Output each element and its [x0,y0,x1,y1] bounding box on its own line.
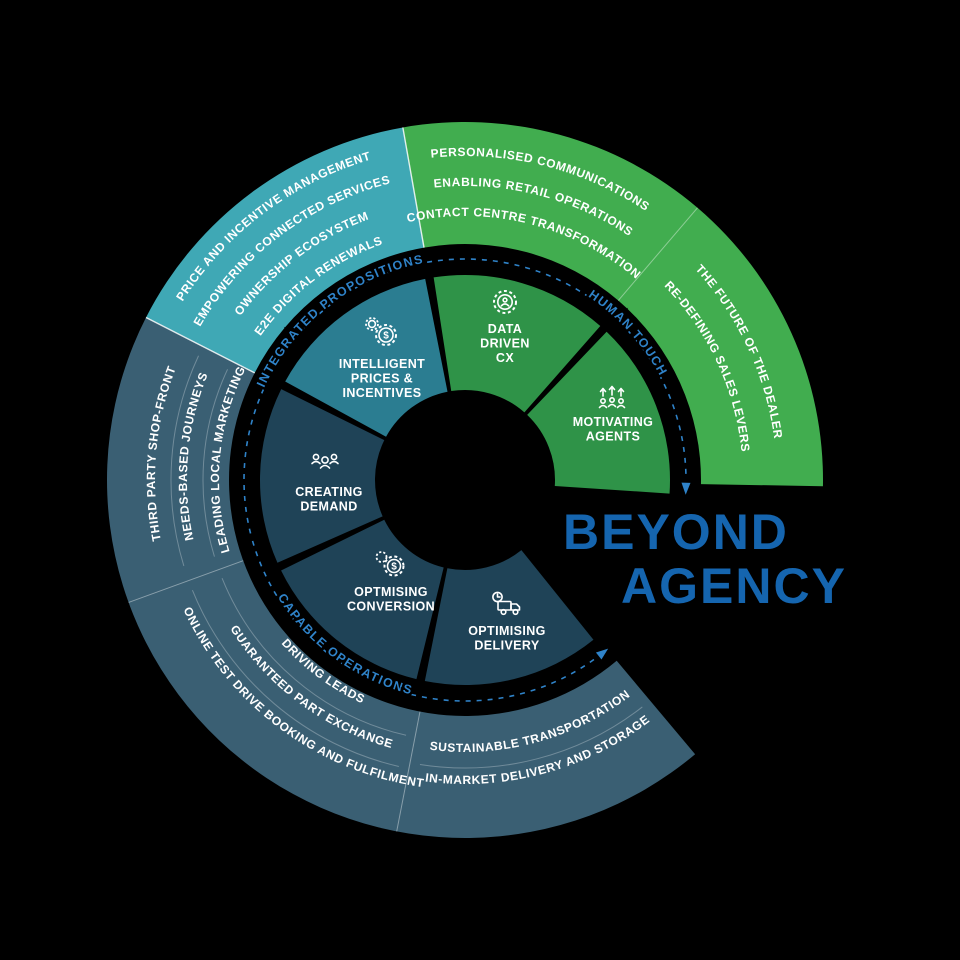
lane-divider [419,706,643,769]
segment-label-line: AGENTS [586,430,641,444]
lane-divider [170,355,199,567]
inner-label-data-driven-cx: DATA DRIVEN CX [480,322,530,365]
svg-text:$: $ [383,331,389,342]
lane-divider [221,577,407,736]
lane-divider [191,589,399,767]
inner-segment-data-driven-cx [433,275,601,413]
inner-segment-optmising-conversion [281,519,444,680]
arrowhead-right [681,482,691,495]
segment-divider [128,560,244,603]
creating-demand-icon [311,453,339,469]
svg-text:$: $ [391,562,397,573]
inner-segment-intelligent-prices [285,278,448,437]
segment-divider [396,711,421,832]
segment-label-line: OPTIMISING [468,624,546,638]
inner-segment-creating-demand [260,389,385,563]
brand-title-line1: BEYOND [563,504,789,560]
segment-label-line: INTELLIGENT [339,357,425,371]
segment-label-line: CREATING [295,485,363,499]
segment-label-line: PRICES & [351,372,413,386]
delivery-truck-clock-icon [492,591,521,616]
lane-dividers [170,355,643,769]
outer-segment-capable-operations [106,317,696,838]
dashed-arc-top [243,258,687,534]
segment-label-line: MOTIVATING [573,415,654,429]
inner-label-optimising-delivery: OPTIMISING DELIVERY [468,624,546,653]
arrowhead-bottom-right [595,648,609,660]
gear-dollar-icon: $ [375,551,405,577]
segment-label-line: DRIVEN [480,337,530,351]
segment-divider [617,207,698,301]
inner-label-creating-demand: CREATING DEMAND [295,485,363,514]
segment-divider [145,316,256,374]
brand-title-line2: AGENCY [621,558,847,614]
outer-segment-human-touch [402,122,824,487]
segment-divider [402,127,425,248]
dashed-arc-bottom [251,540,596,702]
motivating-agents-icon [598,385,626,409]
gears-dollar-icon: $ [365,317,397,346]
data-driven-cx-icon [493,290,517,314]
inner-segment-motivating-agents [527,331,671,494]
inner-segment-optimising-delivery [424,550,594,685]
segment-label-line: INCENTIVES [342,386,421,400]
radial-dividers [128,127,698,832]
outer-segment-integrated-propositions [146,127,425,373]
segment-label-line: DEMAND [300,500,357,514]
inner-label-optmising-conversion: OPTMISING CONVERSION [347,585,435,614]
segment-label-line: DELIVERY [474,639,540,653]
segment-label-line: OPTMISING [354,585,428,599]
segment-label-line: CONVERSION [347,600,435,614]
inner-label-motivating-agents: MOTIVATING AGENTS [573,415,654,444]
segment-label-line: CX [496,351,514,365]
inner-label-intelligent-prices-incentives: INTELLIGENT PRICES & INCENTIVES [339,357,425,400]
segment-label-line: DATA [488,322,522,336]
lane-divider [202,369,229,557]
